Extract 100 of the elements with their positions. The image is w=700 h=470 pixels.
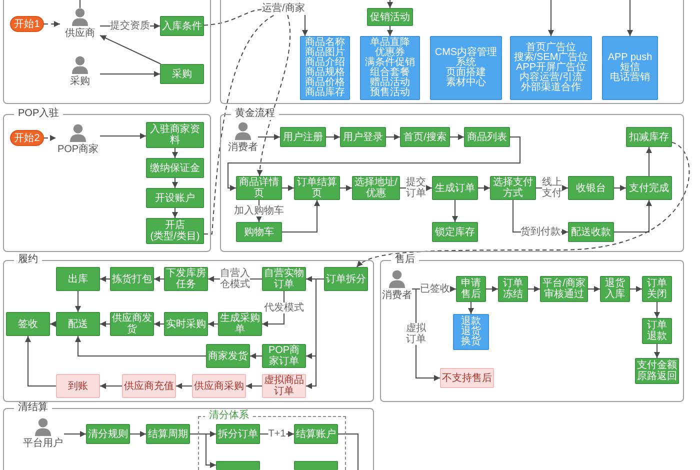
dashed-line	[204, 9, 262, 26]
start-node: 开始2	[10, 130, 44, 146]
arrow	[486, 286, 498, 292]
process-box: 申请售后	[456, 276, 486, 302]
panel-title: POP入驻	[14, 108, 64, 120]
arrow	[468, 302, 474, 314]
process-box: 商品详情页	[236, 176, 282, 200]
process-box: 生成订单	[432, 176, 478, 200]
edge-label: 自营入仓模式	[220, 268, 250, 290]
process-box: 首页/搜索	[400, 127, 450, 147]
info-box	[453, 314, 489, 350]
arrow	[154, 321, 164, 327]
process-box: 缴纳保证金	[146, 158, 204, 178]
line	[338, 434, 358, 470]
process-box	[146, 218, 204, 244]
arrow	[100, 34, 162, 64]
exception-box: 到账	[56, 374, 100, 398]
arrow	[130, 431, 146, 437]
arrow	[50, 321, 56, 327]
arrow	[154, 276, 164, 282]
arrow	[25, 336, 56, 386]
process-box: 配送收款	[568, 222, 614, 242]
process-box: 采购	[160, 64, 204, 84]
arrow	[75, 290, 81, 312]
arrow	[614, 200, 652, 232]
process-box: 配送	[56, 312, 100, 336]
info-item: 商品介绍	[305, 58, 345, 68]
arrow	[100, 321, 110, 327]
arrow	[282, 185, 294, 191]
arrow	[387, 0, 393, 8]
panel	[3, 0, 211, 104]
process-box: 清分规则	[86, 424, 130, 444]
info-box	[602, 36, 658, 100]
process-box: 订单冻结	[498, 276, 528, 302]
dashed-arrow	[356, 142, 690, 268]
arrow	[400, 185, 432, 191]
dashed-arrow	[44, 135, 56, 141]
info-item: 退货	[461, 327, 481, 337]
arrow	[548, 0, 554, 36]
arrow	[75, 336, 206, 356]
info-item: CMS内容管理系统	[434, 48, 498, 68]
exception-box: 不支持售后	[440, 368, 494, 388]
group-title: 清分体系	[205, 410, 253, 422]
process-box: 锁定库存	[432, 222, 478, 242]
arrow	[228, 136, 520, 191]
arrow	[246, 383, 262, 389]
info-item: 首页广告位	[526, 43, 576, 53]
info-item: APP push	[608, 53, 652, 63]
dashed-arrow	[257, 14, 290, 176]
arrow	[100, 383, 122, 389]
process-box: 签收	[6, 312, 50, 336]
process-box: 收银台	[568, 176, 614, 200]
info-box	[360, 36, 420, 100]
box-text: (类型/类目)	[150, 231, 200, 242]
process-box	[294, 461, 338, 470]
dashed-line	[204, 14, 275, 234]
process-box: 入库条件	[160, 16, 204, 36]
process-box: 商家发货	[206, 344, 250, 368]
info-item: 内容运营/引流	[520, 73, 582, 83]
info-item: 预售活动	[370, 88, 410, 98]
process-box	[216, 461, 260, 470]
info-item: 商品图片	[305, 48, 345, 58]
arrow	[654, 302, 660, 318]
process-box: 拣货打包	[110, 267, 154, 291]
arrow	[627, 0, 633, 36]
process-box: 供应商发货	[110, 312, 154, 336]
dashed-arrow	[172, 208, 178, 218]
process-box: 出库	[56, 267, 100, 291]
exception-box: 供应商充值	[122, 374, 176, 398]
edge-label: 加入购物车	[234, 206, 284, 216]
process-box: 用户登录	[340, 127, 386, 147]
process-box: 订单拆分	[324, 267, 368, 291]
dashed-arrow	[44, 21, 60, 27]
info-item: 商品价格	[305, 78, 345, 88]
edge-label: 虚拟订单	[406, 322, 426, 344]
dashed-arrow	[172, 178, 178, 188]
arrow	[208, 321, 218, 327]
info-box	[300, 36, 350, 100]
arrow	[340, 185, 352, 191]
process-box: 入驻商家资料	[146, 122, 204, 148]
actor-label: 消费者	[228, 142, 258, 154]
arrow	[478, 185, 490, 191]
process-box: 生成采购单	[218, 312, 262, 336]
role-label: 运营/商家	[262, 3, 310, 15]
process-box: 支付金额原路返回	[635, 358, 679, 384]
info-item: APP开屏广告位	[516, 63, 586, 73]
actor-label: 采购	[70, 76, 90, 88]
arrow	[326, 134, 340, 140]
arrow	[282, 200, 320, 232]
info-item: 素材中心	[446, 78, 486, 88]
info-item: 组合套餐	[370, 68, 410, 78]
arrow	[630, 286, 642, 292]
process-box: 商品列表	[464, 127, 510, 147]
actor-label: POP商家	[57, 144, 99, 156]
arrow	[450, 134, 464, 140]
edge-label: 货到付款	[520, 226, 560, 238]
edge-label: 代发模式	[264, 302, 304, 313]
process-box: 订单退款	[642, 318, 672, 344]
arrow	[250, 353, 262, 359]
exception-box: 虚拟商品订单	[262, 374, 306, 398]
